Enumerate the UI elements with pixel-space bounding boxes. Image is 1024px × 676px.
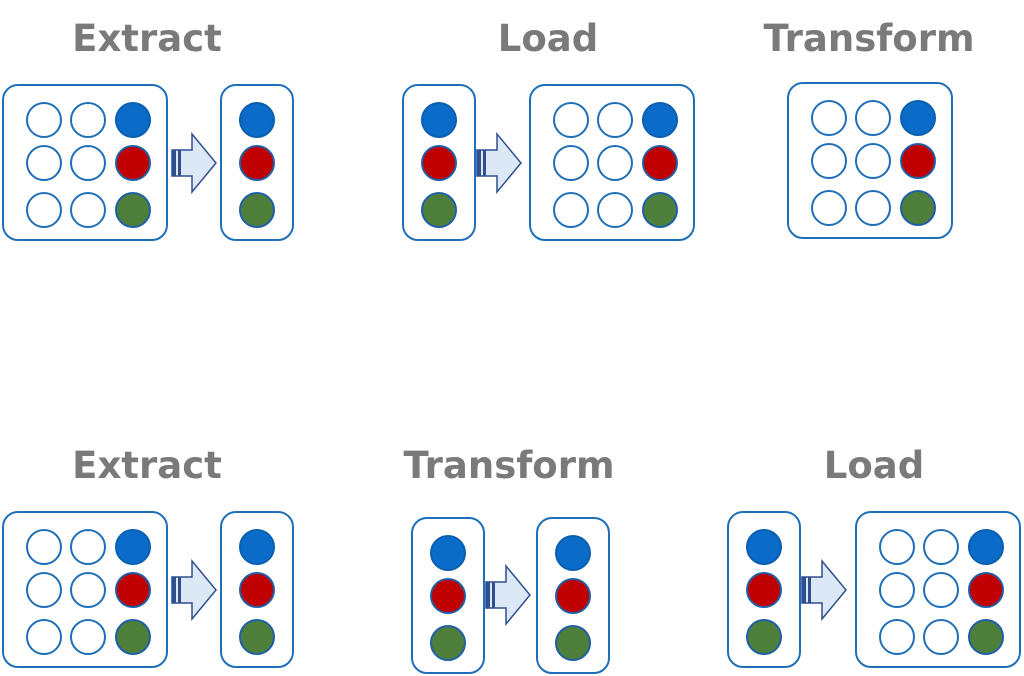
top-transform-dot-blue-r0c2 bbox=[900, 100, 936, 136]
bottom-transform-target-dot-green-2 bbox=[555, 625, 591, 661]
top-extract-source-dot-empty-r0c1 bbox=[70, 102, 106, 138]
bottom-extract-target-dot-red-1 bbox=[239, 572, 275, 608]
bottom-transform-source-dot-green-2 bbox=[430, 625, 466, 661]
top-load-target-dot-green-r2c2 bbox=[642, 192, 678, 228]
bottom-extract-source-dot-red-r1c2 bbox=[115, 572, 151, 608]
bottom-load-target-dot-green-r2c2 bbox=[968, 619, 1004, 655]
top-load-target-dot-empty-r0c0 bbox=[553, 102, 589, 138]
top-transform-dot-red-r1c2 bbox=[900, 143, 936, 179]
bottom-load-right-arrow-icon bbox=[801, 559, 847, 621]
top-load-source-dot-green-2 bbox=[421, 192, 457, 228]
top-extract-source-dot-green-r2c2 bbox=[115, 192, 151, 228]
bottom-load-target-dot-blue-r0c2 bbox=[968, 529, 1004, 565]
bottom-extract-right-arrow-icon bbox=[171, 559, 217, 621]
top-transform-dot-empty-r1c0 bbox=[811, 143, 847, 179]
title-top-extract: Extract bbox=[72, 17, 222, 60]
top-extract-target-dot-red-1 bbox=[239, 145, 275, 181]
top-extract-source-dot-blue-r0c2 bbox=[115, 102, 151, 138]
top-load-target-dot-empty-r2c0 bbox=[553, 192, 589, 228]
title-top-transform: Transform bbox=[763, 17, 975, 60]
bottom-extract-target-dot-green-2 bbox=[239, 619, 275, 655]
bottom-load-source-dot-green-2 bbox=[746, 619, 782, 655]
top-transform-dot-empty-r0c1 bbox=[855, 100, 891, 136]
bottom-load-target-dot-empty-r2c1 bbox=[923, 619, 959, 655]
top-load-target-dot-empty-r1c0 bbox=[553, 145, 589, 181]
bottom-extract-source-dot-blue-r0c2 bbox=[115, 529, 151, 565]
top-load-source-dot-blue-0 bbox=[421, 102, 457, 138]
bottom-load-target-dot-red-r1c2 bbox=[968, 572, 1004, 608]
title-bottom-extract: Extract bbox=[72, 444, 222, 487]
bottom-load-target-dot-empty-r0c1 bbox=[923, 529, 959, 565]
bottom-extract-source-dot-empty-r2c1 bbox=[70, 619, 106, 655]
bottom-extract-source-dot-empty-r0c0 bbox=[26, 529, 62, 565]
top-load-target-dot-empty-r2c1 bbox=[597, 192, 633, 228]
bottom-transform-target-dot-blue-0 bbox=[555, 535, 591, 571]
bottom-load-target-dot-empty-r2c0 bbox=[879, 619, 915, 655]
top-load-right-arrow-icon bbox=[476, 132, 522, 194]
top-extract-source-dot-empty-r2c0 bbox=[26, 192, 62, 228]
top-extract-right-arrow-icon bbox=[171, 132, 217, 194]
top-extract-source-dot-empty-r1c1 bbox=[70, 145, 106, 181]
bottom-transform-right-arrow-icon bbox=[485, 564, 531, 626]
top-load-source-dot-red-1 bbox=[421, 145, 457, 181]
top-transform-dot-empty-r2c0 bbox=[811, 190, 847, 226]
bottom-extract-target-dot-blue-0 bbox=[239, 529, 275, 565]
top-transform-dot-empty-r2c1 bbox=[855, 190, 891, 226]
bottom-extract-source-dot-green-r2c2 bbox=[115, 619, 151, 655]
top-transform-dot-green-r2c2 bbox=[900, 190, 936, 226]
title-bottom-load: Load bbox=[823, 444, 925, 487]
top-load-target-dot-empty-r1c1 bbox=[597, 145, 633, 181]
bottom-transform-source-dot-red-1 bbox=[430, 578, 466, 614]
title-top-load: Load bbox=[497, 17, 599, 60]
top-transform-dot-empty-r0c0 bbox=[811, 100, 847, 136]
bottom-transform-target-dot-red-1 bbox=[555, 578, 591, 614]
bottom-load-source-dot-red-1 bbox=[746, 572, 782, 608]
top-extract-target-dot-blue-0 bbox=[239, 102, 275, 138]
bottom-load-target-dot-empty-r1c1 bbox=[923, 572, 959, 608]
top-transform-dot-empty-r1c1 bbox=[855, 143, 891, 179]
top-extract-target-dot-green-2 bbox=[239, 192, 275, 228]
title-bottom-transform: Transform bbox=[403, 444, 615, 487]
top-load-target-dot-blue-r0c2 bbox=[642, 102, 678, 138]
bottom-transform-source-dot-blue-0 bbox=[430, 535, 466, 571]
bottom-load-target-dot-empty-r1c0 bbox=[879, 572, 915, 608]
bottom-load-source-dot-blue-0 bbox=[746, 529, 782, 565]
bottom-extract-source-dot-empty-r2c0 bbox=[26, 619, 62, 655]
top-extract-source-dot-empty-r0c0 bbox=[26, 102, 62, 138]
top-extract-source-dot-empty-r2c1 bbox=[70, 192, 106, 228]
bottom-load-target-dot-empty-r0c0 bbox=[879, 529, 915, 565]
bottom-extract-source-dot-empty-r0c1 bbox=[70, 529, 106, 565]
bottom-extract-source-dot-empty-r1c1 bbox=[70, 572, 106, 608]
top-extract-source-dot-red-r1c2 bbox=[115, 145, 151, 181]
top-extract-source-dot-empty-r1c0 bbox=[26, 145, 62, 181]
top-load-target-dot-empty-r0c1 bbox=[597, 102, 633, 138]
bottom-extract-source-dot-empty-r1c0 bbox=[26, 572, 62, 608]
top-load-target-dot-red-r1c2 bbox=[642, 145, 678, 181]
